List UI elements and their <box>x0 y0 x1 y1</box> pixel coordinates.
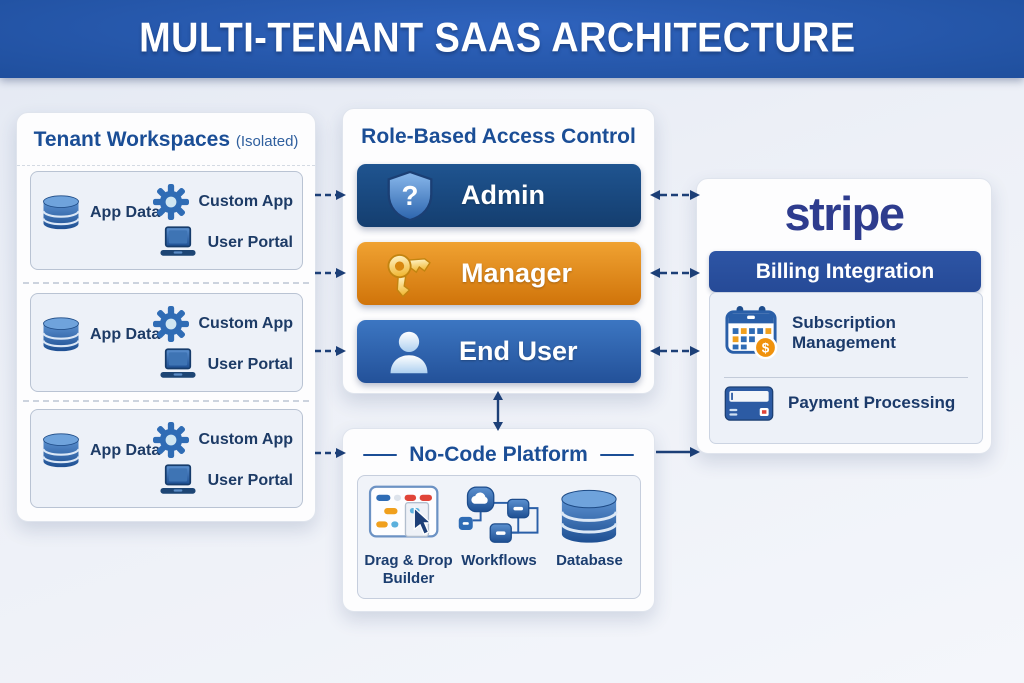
nocode-platform-panel: No-Code Platform Drag & Drop Builder Wor… <box>342 428 655 612</box>
payment-processing-label: Payment Processing <box>788 393 956 413</box>
drag-drop-builder-icon <box>365 484 453 548</box>
tenant-workspace-box: App Data Custom App User Portal <box>30 293 303 392</box>
tenant-workspaces-panel: Tenant Workspaces (Isolated) App Data Cu… <box>16 112 316 522</box>
role-bar-end-user: End User <box>357 320 641 383</box>
laptop-icon <box>160 226 196 256</box>
payment-processing-item: Payment Processing <box>724 385 955 422</box>
tenant-divider <box>23 400 309 402</box>
role-label: Manager <box>461 258 573 288</box>
calendar-dollar-icon: $ <box>725 306 778 360</box>
role-bar-manager: Manager <box>357 242 641 305</box>
gear-icon <box>153 306 190 342</box>
feature-drag-drop-builder: Drag & Drop Builder <box>364 484 453 598</box>
app-data-item: App Data <box>41 194 160 231</box>
tenant-panel-title-text: Tenant Workspaces <box>33 128 231 151</box>
app-data-label: App Data <box>90 203 161 221</box>
custom-app-item: Custom App <box>153 184 293 220</box>
rbac-panel-title: Role-Based Access Control <box>361 125 636 148</box>
app-data-item: App Data <box>41 432 160 469</box>
nocode-title-row: No-Code Platform <box>343 443 654 467</box>
rbac-panel: Role-Based Access Control ? Admin Manage… <box>342 108 655 394</box>
feature-label: Database <box>556 552 623 569</box>
shield-icon: ? <box>387 170 433 221</box>
app-data-label: App Data <box>90 325 161 343</box>
user-portal-item: User Portal <box>157 463 293 499</box>
subscription-management-item: $ Subscription Management <box>724 305 942 361</box>
billing-items-box: $ Subscription Management Payment Proces… <box>709 292 983 444</box>
user-portal-item: User Portal <box>157 225 293 261</box>
app-data-item: App Data <box>41 316 160 353</box>
database-icon <box>42 433 80 468</box>
svg-text:$: $ <box>762 340 770 355</box>
workflows-icon <box>457 484 541 548</box>
database-icon <box>42 195 80 230</box>
tenant-workspace-box: App Data Custom App User Portal <box>30 409 303 508</box>
user-portal-label: User Portal <box>207 234 293 251</box>
feature-label: Drag & Drop Builder <box>364 552 453 587</box>
user-icon <box>390 331 428 373</box>
arrow-manager-billing <box>650 268 700 278</box>
app-data-label: App Data <box>90 441 161 459</box>
feature-database: Database <box>545 484 634 598</box>
gear-icon <box>153 422 190 458</box>
arrow-tenant-to-end-user <box>315 346 346 356</box>
gear-icon <box>153 184 190 220</box>
arrow-rbac-nocode <box>493 391 503 431</box>
feature-label: Workflows <box>461 552 537 569</box>
arrow-nocode-to-billing <box>656 447 700 457</box>
nocode-panel-title: No-Code Platform <box>409 443 588 466</box>
title-divider <box>17 165 315 166</box>
arrow-end-user-billing <box>650 346 700 356</box>
page-title: MULTI-TENANT SAAS ARCHITECTURE <box>138 15 856 62</box>
laptop-icon <box>160 464 196 494</box>
tenant-workspace-box: App Data Custom App User Portal <box>30 171 303 270</box>
user-portal-label: User Portal <box>207 472 293 489</box>
svg-text:?: ? <box>402 180 419 211</box>
arrow-admin-billing <box>650 190 700 200</box>
stripe-logo: stripe <box>784 187 906 240</box>
feature-workflows: Workflows <box>454 484 543 598</box>
tenant-panel-title: Tenant Workspaces (Isolated) <box>17 128 315 152</box>
billing-divider <box>724 377 968 378</box>
tenant-divider <box>23 282 309 284</box>
credit-card-icon <box>724 386 774 421</box>
role-bar-admin: ? Admin <box>357 164 641 227</box>
role-label: Admin <box>461 180 545 210</box>
billing-integration-header: Billing Integration <box>709 251 981 292</box>
custom-app-item: Custom App <box>153 422 293 458</box>
role-label: End User <box>459 336 578 366</box>
arrow-tenant-to-nocode <box>315 448 346 458</box>
custom-app-label: Custom App <box>198 315 293 332</box>
title-dash-left <box>363 453 398 457</box>
arrow-tenant-to-manager <box>315 268 346 278</box>
laptop-icon <box>160 348 196 378</box>
tenant-panel-subtitle: (Isolated) <box>235 133 299 150</box>
custom-app-label: Custom App <box>198 431 293 448</box>
database-icon <box>42 317 80 352</box>
user-portal-item: User Portal <box>157 347 293 383</box>
title-dash-right <box>599 453 634 457</box>
key-icon <box>387 253 431 298</box>
title-banner: MULTI-TENANT SAAS ARCHITECTURE <box>0 0 1024 78</box>
subscription-management-label: Subscription Management <box>792 312 896 352</box>
billing-integration-panel: stripe Billing Integration $ Subscriptio… <box>696 178 992 454</box>
arrow-tenant-to-admin <box>315 190 346 200</box>
custom-app-label: Custom App <box>198 193 293 210</box>
user-portal-label: User Portal <box>207 356 293 373</box>
billing-integration-title: Billing Integration <box>755 259 935 283</box>
database-icon <box>558 484 620 548</box>
custom-app-item: Custom App <box>153 306 293 342</box>
nocode-feature-box: Drag & Drop Builder Workflows Database <box>357 475 641 599</box>
